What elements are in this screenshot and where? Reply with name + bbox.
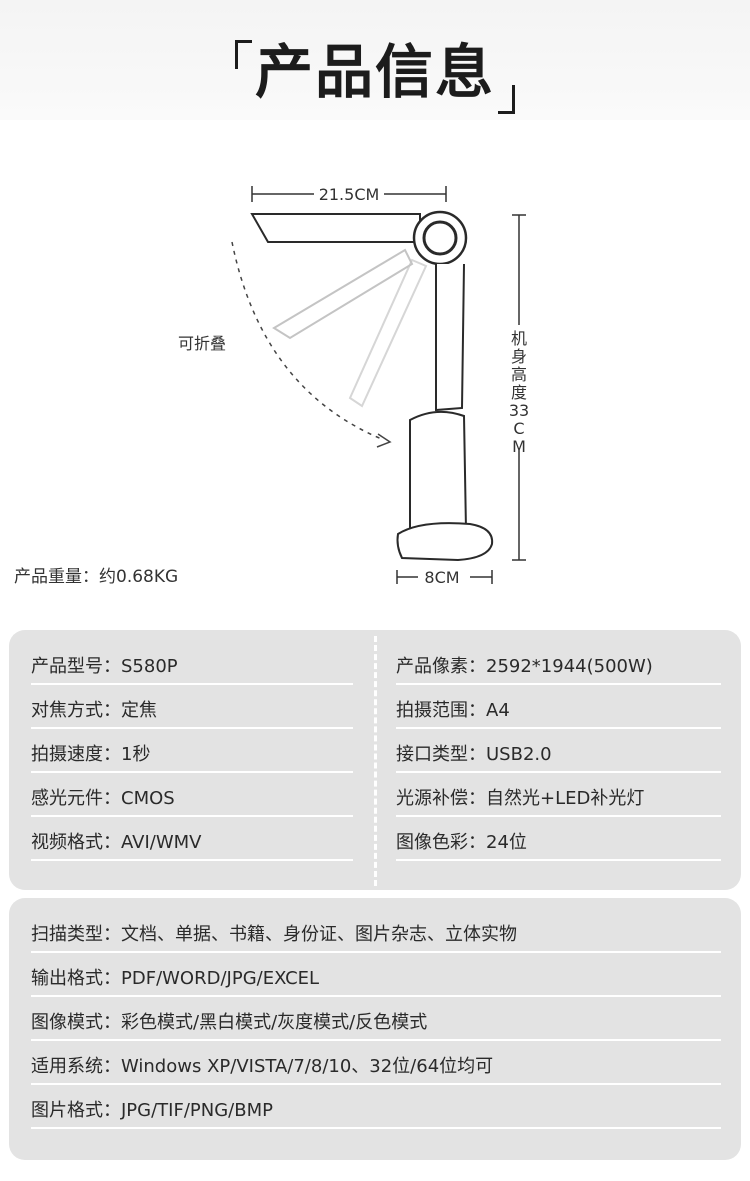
spec-row: 对焦方式：定焦 [31,686,353,729]
spec-row: 拍摄速度：1秒 [31,730,353,773]
stand-pole [435,263,465,412]
column-divider [374,636,377,886]
bracket-left [234,40,252,69]
spec-row: 图像模式：彩色模式/黑白模式/灰度模式/反色模式 [31,998,721,1041]
arm-fold-ghost-2 [272,248,414,340]
header-band [0,0,750,120]
spec-row: 图像色彩：24位 [396,818,721,861]
page-title-text: 产品信息 [254,38,495,106]
camera-arm [250,213,421,243]
fold-arrowhead [376,433,392,448]
spec-row: 接口类型：USB2.0 [396,730,721,773]
product-diagram: 21.5CM 8CM 可折叠 机身高度33CM 产品重量：约0.68KG [0,150,750,600]
spec-row: 产品型号：S580P [31,642,353,685]
arm-fold-ghost-1 [348,258,428,408]
spec-row: 图片格式：JPG/TIF/PNG/BMP [31,1086,721,1129]
bracket-right [498,85,515,114]
spec-row: 扫描类型：文档、单据、书籍、身份证、图片杂志、立体实物 [31,910,721,953]
product-weight: 产品重量：约0.68KG [14,567,179,587]
page-title: 产品信息 [233,22,517,122]
spec-row: 适用系统：Windows XP/VISTA/7/8/10、32位/64位均可 [31,1042,721,1085]
foldable-label: 可折叠 [178,334,227,353]
spec-row: 感光元件：CMOS [31,774,353,817]
spec-row: 拍摄范围：A4 [396,686,721,729]
base-dimension: 8CM [424,568,459,587]
spec-card-extended: 扫描类型：文档、单据、书籍、身份证、图片杂志、立体实物 输出格式：PDF/WOR… [9,898,741,1160]
spec-row: 视频格式：AVI/WMV [31,818,353,861]
scanner-illustration: 21.5CM 8CM [231,185,526,587]
spec-card-basic: 产品型号：S580P 对焦方式：定焦 拍摄速度：1秒 感光元件：CMOS 视频格… [9,630,741,890]
title-wrap: 产品信息 [0,22,750,122]
fold-arrow [231,241,385,441]
camera-lens-icon [422,220,458,256]
spec-row: 光源补偿：自然光+LED补光灯 [396,774,721,817]
stand-body [409,410,468,531]
spec-row: 产品像素：2592*1944(500W) [396,642,721,685]
width-dimension: 21.5CM [319,185,380,204]
spec-row: 输出格式：PDF/WORD/JPG/EXCEL [31,954,721,997]
stand-base [396,522,494,562]
height-dimension: 机身高度33CM [508,329,530,456]
